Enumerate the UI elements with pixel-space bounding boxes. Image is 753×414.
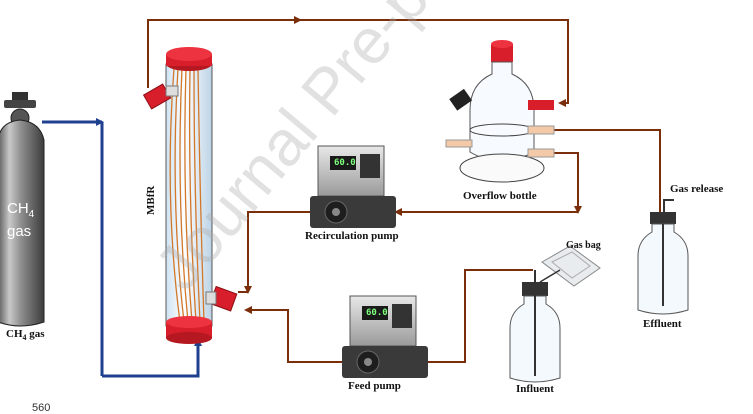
liquid-lines: [147, 16, 661, 366]
page-number: 560: [32, 402, 51, 414]
effluent-bottle: [637, 199, 689, 315]
influent-label: Influent: [516, 383, 554, 395]
gas-bag-label: Gas bag: [566, 240, 601, 251]
mbfr-reactor: [142, 47, 238, 344]
overflow-bottle-label: Overflow bottle: [463, 190, 537, 202]
gas-bag: [541, 245, 601, 287]
gas-release-label: Gas release: [670, 183, 724, 195]
overflow-bottle: [445, 40, 555, 183]
effluent-label: Effluent: [643, 318, 682, 330]
recirc-pump-display: 60.0: [334, 158, 356, 168]
hollow-fibers: [169, 67, 205, 323]
gas-cylinder: [0, 92, 45, 327]
recirculation-pump-label: Recirculation pump: [305, 230, 399, 242]
feed-pump-display: 60.0: [366, 308, 388, 318]
cylinder-text: CH4 gas: [7, 200, 35, 240]
mbfr-label: MBfR: [145, 185, 157, 215]
recirculation-pump: [310, 145, 396, 228]
ch4-gas-label: CH4 gas: [6, 328, 45, 343]
gas-line: [42, 118, 202, 378]
influent-bottle: [509, 269, 561, 383]
feed-pump-label: Feed pump: [348, 380, 401, 392]
feed-pump: [342, 295, 428, 378]
